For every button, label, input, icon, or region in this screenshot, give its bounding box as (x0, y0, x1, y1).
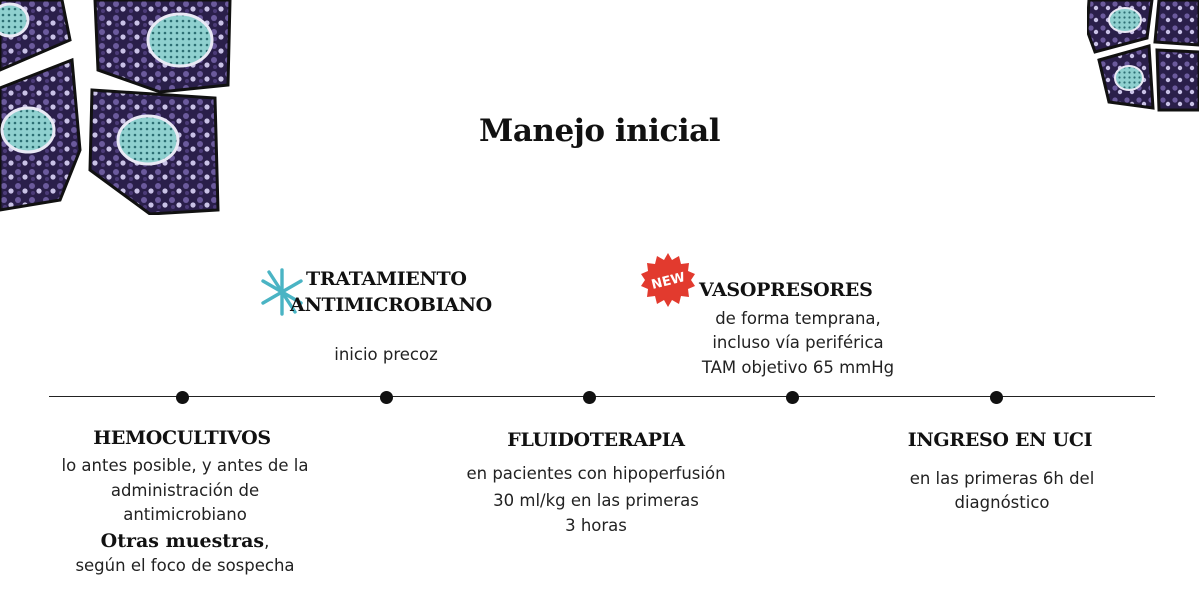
decorative-cell-image-top-left (0, 0, 232, 215)
antimicrobiano-text: inicio precoz (334, 345, 438, 364)
timeline-dot-hemocultivos (176, 391, 189, 404)
hemocultivos-line4: según el foco de sospecha (75, 556, 295, 575)
antimicrobiano-heading-line1: TRATAMIENTO (306, 268, 467, 290)
uci-line2: diagnóstico (954, 493, 1050, 512)
timeline-dot-fluidoterapia (583, 391, 596, 404)
vasopresores-line3: TAM objetivo 65 mmHg (701, 358, 895, 377)
new-badge-icon: NEW (641, 253, 695, 307)
vasopresores-line2: incluso vía periférica (712, 333, 884, 352)
fluidoterapia-heading: FLUIDOTERAPIA (507, 429, 685, 451)
timeline-dot-uci (990, 391, 1003, 404)
fluidoterapia-line3: 3 horas (565, 516, 627, 535)
timeline-dot-vasopresores (786, 391, 799, 404)
hemocultivos-sub-heading: Otras muestras (100, 530, 265, 552)
hemocultivos-sub-heading-suffix: , (264, 532, 270, 551)
timeline-dot-antimicrobiano (380, 391, 393, 404)
hemocultivos-line3: antimicrobiano (123, 505, 247, 524)
fluidoterapia-line2: 30 ml/kg en las primeras (493, 491, 699, 510)
timeline-line (49, 396, 1155, 397)
decorative-cell-image-top-right (1087, 0, 1199, 112)
hemocultivos-sub-heading-row: Otras muestras, (30, 529, 340, 555)
uci-heading: INGRESO EN UCI (907, 429, 1093, 451)
vasopresores-line1: de forma temprana, (715, 309, 881, 328)
uci-line1: en las primeras 6h del (909, 469, 1095, 488)
hemocultivos-heading: HEMOCULTIVOS (93, 427, 271, 449)
slide-title: Manejo inicial (479, 113, 720, 149)
vasopresores-heading: VASOPRESORES (699, 279, 873, 301)
antimicrobiano-heading-line2: ANTIMICROBIANO (290, 294, 492, 316)
asterisk-icon (261, 268, 303, 316)
hemocultivos-line2: administración de (110, 481, 260, 500)
fluidoterapia-line1: en pacientes con hipoperfusión (466, 464, 726, 483)
hemocultivos-line1: lo antes posible, y antes de la (61, 456, 309, 475)
